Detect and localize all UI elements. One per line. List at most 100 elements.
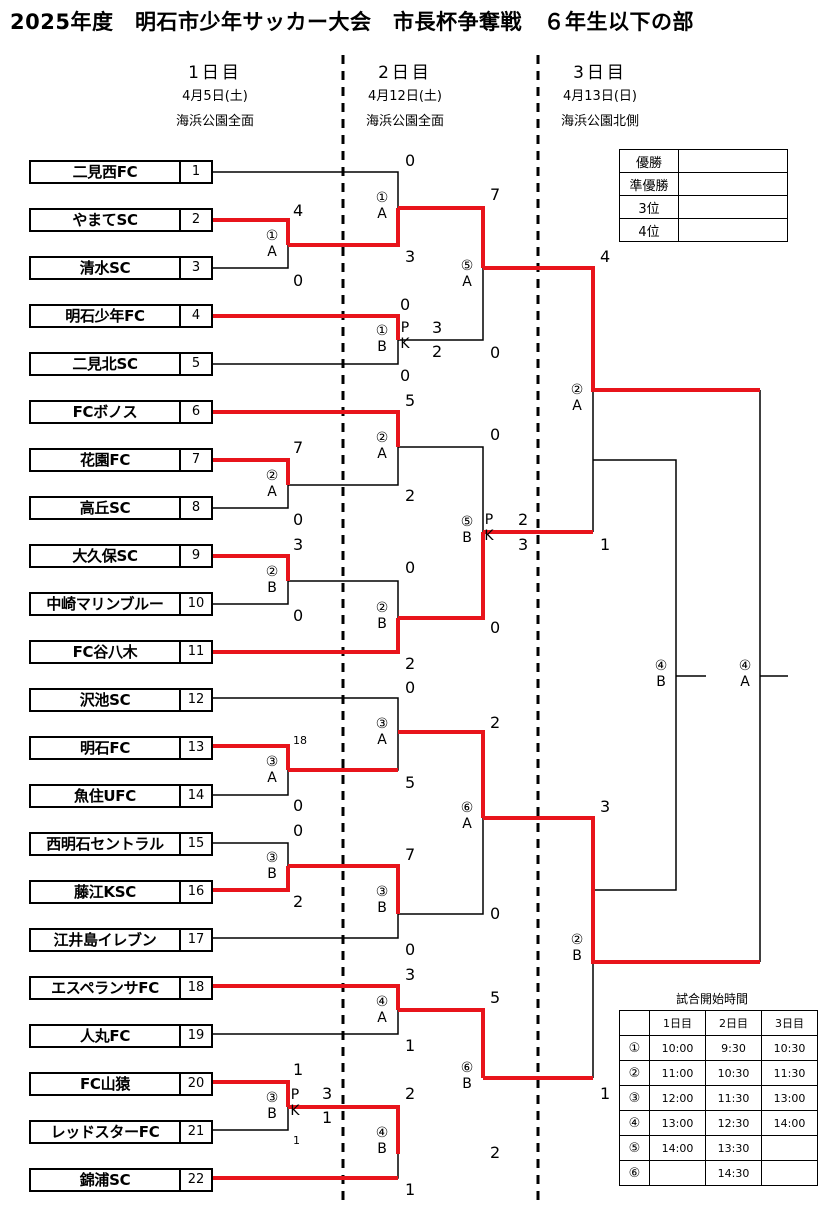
team-number: 9 <box>179 546 211 566</box>
winner-line <box>398 532 485 620</box>
team-number: 3 <box>179 258 211 278</box>
team-number: 19 <box>179 1026 211 1046</box>
team-name: レッドスターFC <box>50 1123 160 1141</box>
bracket-line <box>213 340 399 365</box>
score: 1 <box>322 1108 333 1127</box>
bracket-line <box>398 818 484 915</box>
team-name: FCボノス <box>72 403 138 421</box>
winner-line <box>213 1080 290 1107</box>
ranking-team <box>678 172 788 196</box>
score: 1 <box>405 1180 416 1199</box>
bracket-line <box>213 1154 399 1179</box>
score: 0 <box>405 558 416 577</box>
schedule-match-number: ⑥ <box>619 1160 650 1186</box>
bracket-line <box>398 446 484 532</box>
score: 5 <box>405 773 416 792</box>
score: 0 <box>293 271 304 290</box>
page-title: 2025年度 明石市少年サッカー大会 市長杯争奪戦 ６年生以下の部 <box>10 10 694 34</box>
team-name: エスペランサFC <box>51 979 159 997</box>
day-header-2: 2日目 4月12日(土) 海浜公園全面 <box>330 58 480 129</box>
team-name: やまてSC <box>72 211 138 229</box>
schedule-header: 3日目 <box>761 1010 818 1036</box>
winner-line <box>483 266 760 392</box>
day-header-1: 1日目 4月5日(土) 海浜公園全面 <box>140 58 290 129</box>
score: 7 <box>405 845 416 864</box>
team-name: 魚住UFC <box>74 787 136 805</box>
score: 0 <box>405 678 416 697</box>
day-header-3: 3日目 4月13日(日) 海浜公園北側 <box>525 58 675 129</box>
score: 3 <box>600 797 611 816</box>
winner-line <box>398 1008 485 1078</box>
winner-line <box>213 984 400 1010</box>
score: 7 <box>293 438 304 457</box>
schedule-header: 1日目 <box>649 1010 706 1036</box>
team-name: 西明石セントラル <box>46 835 164 853</box>
schedule-time: 12:00 <box>649 1085 706 1111</box>
ranking-label: 4位 <box>619 218 679 242</box>
team-name: 錦浦SC <box>79 1171 131 1189</box>
winner-line <box>213 218 290 245</box>
score: 0 <box>293 510 304 529</box>
day-venue: 海浜公園北側 <box>560 114 639 129</box>
bracket-line <box>213 770 289 796</box>
score: 5 <box>490 988 501 1007</box>
team-name: FC山猿 <box>79 1075 131 1093</box>
schedule-match-number: ① <box>619 1035 650 1061</box>
team-number: 1 <box>179 162 211 182</box>
schedule-time: 13:00 <box>649 1110 706 1136</box>
score: 0 <box>400 295 411 314</box>
schedule-time <box>761 1135 818 1161</box>
score: 0 <box>490 425 501 444</box>
score: 2 <box>405 486 416 505</box>
score: 0 <box>490 343 501 362</box>
schedule-time: 11:30 <box>761 1060 818 1086</box>
schedule-time: 14:30 <box>705 1160 762 1186</box>
score: 0 <box>405 940 416 959</box>
team-number: 4 <box>179 306 211 326</box>
score: 3 <box>293 535 304 554</box>
team-number: 5 <box>179 354 211 374</box>
ranking-label: 準優勝 <box>619 172 679 196</box>
ranking-team <box>678 195 788 219</box>
schedule-match-number: ④ <box>619 1110 650 1136</box>
winner-line <box>288 864 400 914</box>
schedule-row: ⑥ 14:30 <box>619 1160 818 1186</box>
ranking-team <box>678 149 788 173</box>
team-name: 江井島イレブン <box>53 931 157 949</box>
score: 2 <box>293 892 304 911</box>
score: 0 <box>490 904 501 923</box>
day-date: 4月12日(土) <box>368 89 442 104</box>
winner-line <box>213 410 400 447</box>
score: 0 <box>490 618 501 637</box>
score: 18 <box>293 734 307 747</box>
bracket-line <box>213 1010 399 1035</box>
team-name: 明石少年FC <box>65 307 145 325</box>
winner-line <box>288 208 400 247</box>
team-name: 沢池SC <box>79 691 131 709</box>
team-number: 2 <box>179 210 211 230</box>
winner-line <box>213 314 400 340</box>
team-number: 13 <box>179 738 211 758</box>
score: 2 <box>518 510 529 529</box>
team-box: 明石少年FC 4 <box>29 304 213 328</box>
